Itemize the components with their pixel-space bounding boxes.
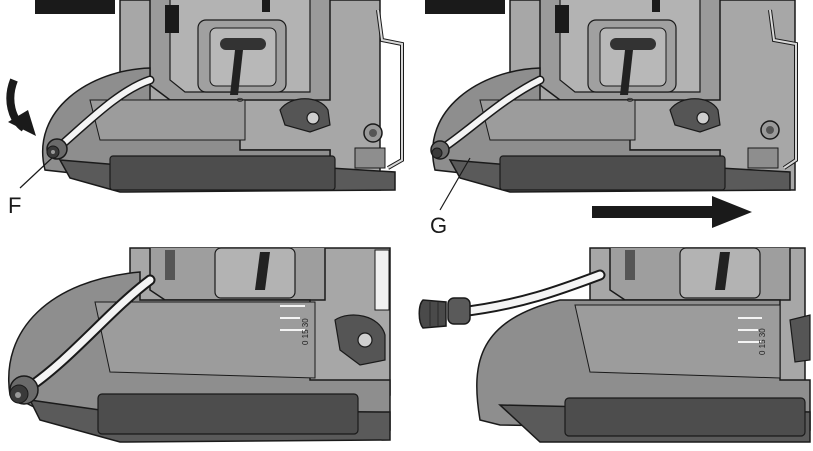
curved-arrow-icon — [8, 80, 36, 136]
panel-c: 0 15 30 — [9, 248, 390, 442]
right-arrow-icon — [592, 196, 752, 228]
panel-d: 0 15 30 — [419, 248, 810, 442]
scale-label-d: 0 15 30 — [758, 328, 767, 355]
callout-f: F — [8, 193, 21, 218]
panel-b: 0 G — [425, 0, 796, 238]
callout-g: G — [430, 213, 447, 238]
zero-mark: 0 — [236, 97, 245, 102]
panel-a: 0 F — [8, 0, 402, 218]
scale-label-c: 0 15 30 — [301, 318, 310, 345]
zero-mark-b: 0 — [626, 97, 635, 102]
